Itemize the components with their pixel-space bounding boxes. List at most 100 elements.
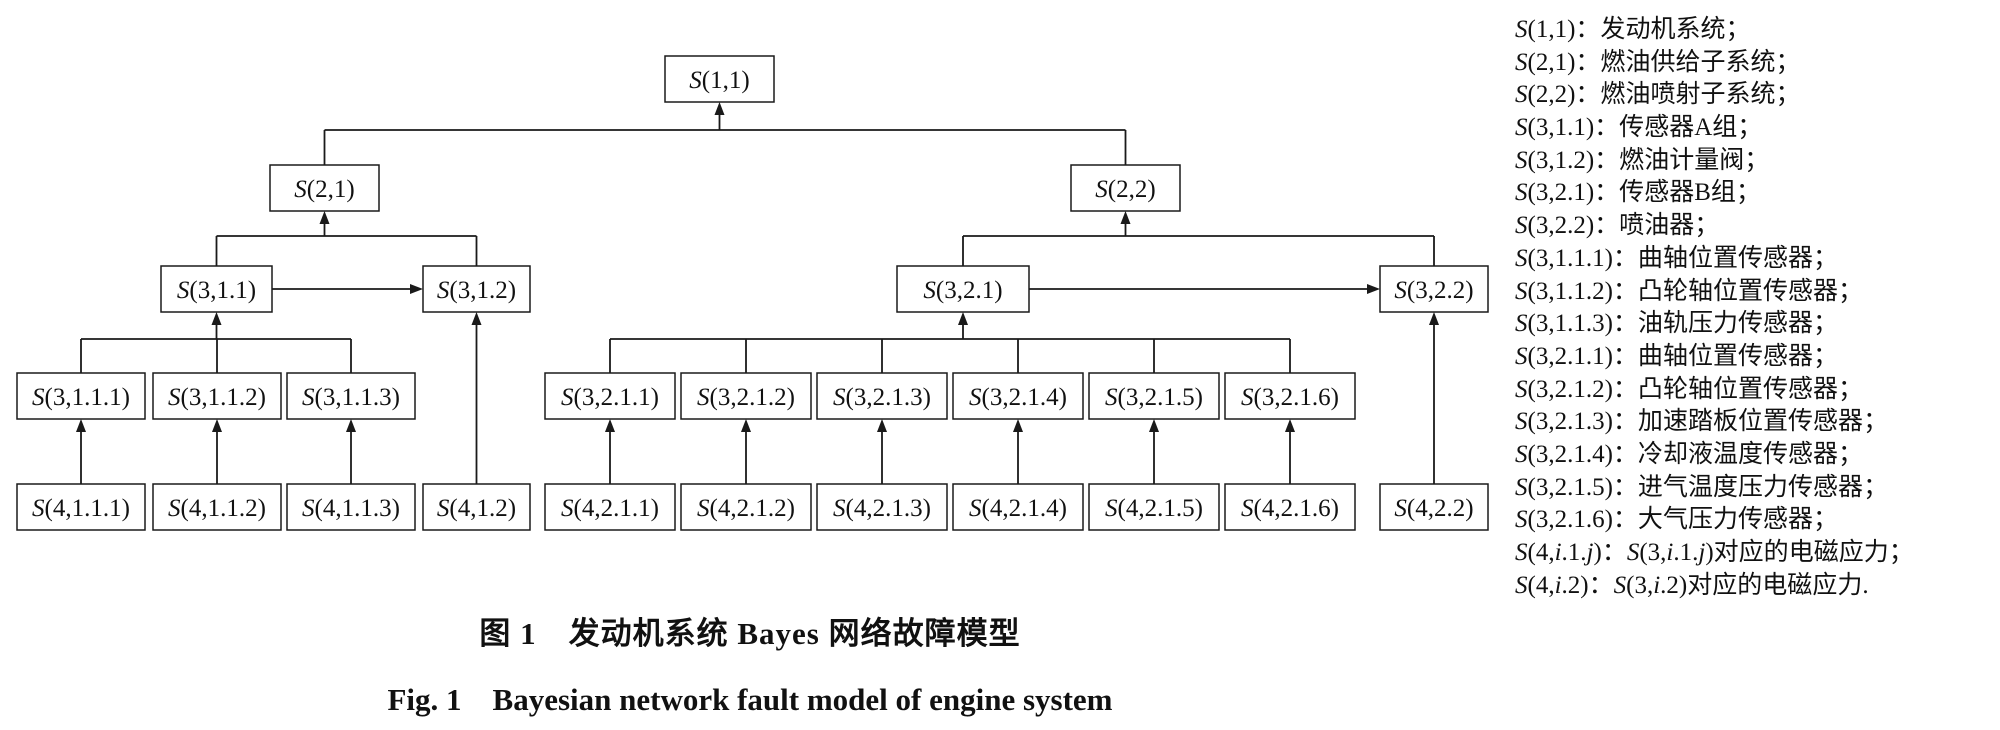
legend-item: S(3,2.1.5)：进气温度压力传感器； bbox=[1515, 472, 1995, 505]
legend-description: ：曲轴位置传感器； bbox=[1612, 342, 1839, 370]
node-box bbox=[952, 372, 1084, 420]
node-n4112: S(4,1.1.2) bbox=[152, 483, 282, 531]
node-n4211: S(4,2.1.1) bbox=[544, 483, 676, 531]
legend-item: S(3,2.1.2)：凸轮轴位置传感器； bbox=[1515, 374, 1995, 407]
node-box bbox=[544, 372, 676, 420]
legend-item: S(3,2.1.6)：大气压力传感器； bbox=[1515, 504, 1995, 537]
node-box bbox=[152, 483, 282, 531]
legend-code: S(3,1.1) bbox=[1515, 114, 1595, 142]
legend-code: S(3,2.1.6) bbox=[1515, 506, 1613, 534]
node-label: S(3,1.2) bbox=[437, 277, 516, 304]
node-n3216: S(3,2.1.6) bbox=[1224, 372, 1356, 420]
node-n3214: S(3,2.1.4) bbox=[952, 372, 1084, 420]
legend-description: ：传感器A组； bbox=[1594, 114, 1763, 142]
edge-arrowhead bbox=[1149, 419, 1159, 432]
nodes-layer: S(1,1) S(2,1) S(2,2) S(3,1.1) S(3,1.2) S(3,2.… bbox=[16, 55, 1489, 531]
node-label: S(4,2.1.3) bbox=[833, 495, 931, 522]
node-n412: S(4,1.2) bbox=[422, 483, 531, 531]
node-label: S(3,2.1) bbox=[923, 277, 1002, 304]
legend-description: ：传感器B组； bbox=[1594, 179, 1761, 207]
node-box bbox=[896, 265, 1030, 313]
node-n321: S(3,2.1) bbox=[896, 265, 1030, 313]
legend-description: ：凸轮轴位置传感器； bbox=[1612, 277, 1864, 305]
node-box bbox=[1224, 372, 1356, 420]
legend-description: ：大气压力传感器； bbox=[1612, 506, 1839, 534]
legend-item: S(3,1.1.3)：油轨压力传感器； bbox=[1515, 308, 1995, 341]
edge-arrowhead bbox=[1367, 284, 1380, 294]
node-label: S(4,2.1.2) bbox=[697, 495, 795, 522]
edge-arrowhead bbox=[714, 102, 725, 115]
node-label: S(4,2.1.1) bbox=[561, 495, 659, 522]
node-label: S(4,2.1.5) bbox=[1105, 495, 1203, 522]
legend-code: S(2,2) bbox=[1515, 81, 1576, 109]
legend-code: S(1,1) bbox=[1515, 16, 1576, 43]
legend-item: S(3,2.1.1)：曲轴位置传感器； bbox=[1515, 341, 1995, 374]
node-n311: S(3,1.1) bbox=[160, 265, 273, 313]
node-label: S(2,2) bbox=[1095, 176, 1155, 203]
node-label: S(3,1.1.3) bbox=[302, 384, 400, 411]
node-label: S(3,1.1.1) bbox=[32, 384, 130, 411]
legend-description: ：曲轴位置传感器； bbox=[1612, 244, 1839, 272]
node-label: S(4,1.1.2) bbox=[168, 495, 266, 522]
legend-description: ：冷却液温度传感器； bbox=[1612, 440, 1864, 468]
legend-code: S(3,1.2) bbox=[1515, 146, 1595, 174]
node-box bbox=[544, 483, 676, 531]
node-label: S(4,1.2) bbox=[437, 495, 516, 522]
legend-code: S(3,1.1.1) bbox=[1515, 244, 1613, 272]
legend-description: ：发动机系统； bbox=[1575, 16, 1751, 43]
legend-description: ：加速踏板位置传感器； bbox=[1612, 408, 1889, 436]
node-label: S(3,2.1.1) bbox=[561, 384, 659, 411]
node-box bbox=[1088, 483, 1220, 531]
node-n21: S(2,1) bbox=[269, 164, 380, 212]
legend-item: S(4,i.1.j)：S(3,i.1.j)对应的电磁应力； bbox=[1515, 537, 1995, 570]
legend-description: ：S(3,i.1.j)对应的电磁应力； bbox=[1601, 539, 1914, 566]
node-box bbox=[952, 483, 1084, 531]
node-box bbox=[422, 265, 531, 313]
legend-code: S(4,i.1.j) bbox=[1515, 539, 1602, 566]
legend-description: ：燃油供给子系统； bbox=[1575, 48, 1801, 76]
edge-arrowhead bbox=[1429, 312, 1439, 325]
legend-description: ：喷油器； bbox=[1594, 212, 1720, 240]
node-box bbox=[1088, 372, 1220, 420]
edge-arrowhead bbox=[1285, 419, 1295, 432]
node-n3215: S(3,2.1.5) bbox=[1088, 372, 1220, 420]
legend-item: S(3,2.1)：传感器B组； bbox=[1515, 177, 1995, 210]
legend: S(1,1)：发动机系统；S(2,1)：燃油供给子系统；S(2,2)：燃油喷射子… bbox=[1515, 14, 1995, 602]
node-n11: S(1,1) bbox=[664, 55, 775, 103]
edges-layer bbox=[76, 102, 1439, 484]
node-box bbox=[1070, 164, 1181, 212]
node-n3212: S(3,2.1.2) bbox=[680, 372, 812, 420]
legend-item: S(4,i.2)：S(3,i.2)对应的电磁应力. bbox=[1515, 570, 1995, 603]
node-n4111: S(4,1.1.1) bbox=[16, 483, 146, 531]
legend-code: S(3,2.2) bbox=[1515, 212, 1595, 240]
node-box bbox=[1379, 483, 1489, 531]
edge-arrowhead bbox=[211, 312, 222, 325]
edge-arrowhead bbox=[1013, 419, 1023, 432]
legend-item: S(3,2.1.4)：冷却液温度传感器； bbox=[1515, 439, 1995, 472]
figure-caption-english: Fig. 1 Bayesian network fault model of e… bbox=[387, 682, 1113, 717]
node-n3111: S(3,1.1.1) bbox=[16, 372, 146, 420]
node-box bbox=[152, 372, 282, 420]
node-n4216: S(4,2.1.6) bbox=[1224, 483, 1356, 531]
legend-item: S(3,1.2)：燃油计量阀； bbox=[1515, 145, 1995, 178]
legend-code: S(3,1.1.3) bbox=[1515, 310, 1613, 338]
edge-arrowhead bbox=[741, 419, 751, 432]
legend-code: S(3,2.1.5) bbox=[1515, 473, 1613, 501]
node-label: S(3,2.1.2) bbox=[697, 384, 795, 411]
legend-code: S(3,1.1.2) bbox=[1515, 277, 1613, 305]
node-label: S(3,2.1.3) bbox=[833, 384, 931, 411]
edge-arrowhead bbox=[410, 284, 423, 294]
edge-arrowhead bbox=[319, 211, 330, 224]
edge-arrowhead bbox=[958, 312, 968, 325]
node-box bbox=[664, 55, 775, 103]
legend-description: ：燃油计量阀； bbox=[1594, 146, 1770, 174]
legend-code: S(3,2.1.3) bbox=[1515, 408, 1613, 436]
node-box bbox=[680, 372, 812, 420]
node-n3213: S(3,2.1.3) bbox=[816, 372, 948, 420]
node-label: S(4,2.1.4) bbox=[969, 495, 1067, 522]
node-label: S(4,1.1.3) bbox=[302, 495, 400, 522]
node-n4214: S(4,2.1.4) bbox=[952, 483, 1084, 531]
node-box bbox=[1224, 483, 1356, 531]
node-label: S(4,2.2) bbox=[1394, 495, 1473, 522]
node-box bbox=[16, 372, 146, 420]
